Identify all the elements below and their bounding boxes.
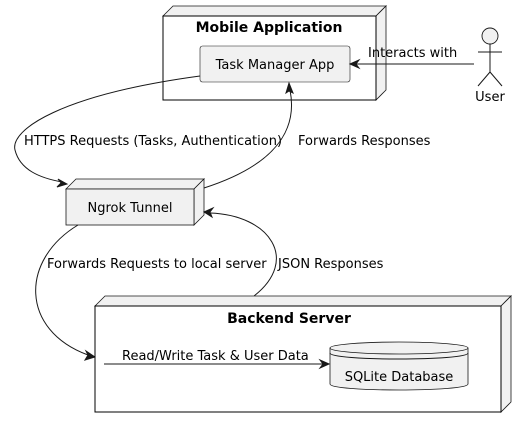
user-actor-label: User: [475, 90, 505, 105]
user-actor-right-leg: [489, 71, 503, 87]
user-actor-left-leg: [477, 71, 491, 87]
task-manager-app-component: Task Manager App: [199, 45, 351, 83]
backend-server-title: Backend Server: [227, 311, 351, 327]
user-actor-head: [481, 27, 499, 45]
edge-tunnel-to-app-line: [203, 89, 292, 189]
edge-tunnel-to-backend: Forwards Requests to local server: [35, 224, 267, 361]
edge-tunnel-to-backend-label: Forwards Requests to local server: [47, 257, 267, 272]
mobile-application-title: Mobile Application: [196, 20, 343, 36]
edge-app-to-tunnel-label: HTTPS Requests (Tasks, Authentication): [24, 134, 282, 149]
mobile-application-node-top: [162, 5, 387, 17]
edge-app-to-tunnel: HTTPS Requests (Tasks, Authentication): [14, 75, 282, 188]
ngrok-tunnel-label: Ngrok Tunnel: [88, 201, 173, 216]
edge-backend-to-db: Read/Write Task & User Data: [104, 349, 331, 370]
edge-backend-to-tunnel-arrowhead: [202, 206, 215, 219]
edge-backend-to-tunnel: JSON Responses: [202, 206, 384, 297]
task-manager-app-label: Task Manager App: [215, 58, 335, 73]
edge-backend-to-db-arrowhead: [318, 358, 331, 370]
edge-tunnel-to-app-arrowhead: [285, 81, 294, 95]
edge-tunnel-to-backend-arrowhead: [83, 349, 97, 361]
sqlite-database-label: SQLite Database: [345, 370, 454, 385]
ngrok-tunnel-node: Ngrok Tunnel: [65, 178, 205, 226]
edge-user-to-app: Interacts with: [348, 46, 474, 70]
edge-tunnel-to-app-label: Forwards Responses: [298, 134, 431, 149]
ngrok-tunnel-node-top: [65, 178, 205, 190]
backend-server-node-side: [500, 295, 512, 413]
edge-tunnel-to-app: Forwards Responses: [203, 81, 431, 189]
edge-backend-to-tunnel-line: [209, 212, 277, 297]
edge-app-to-tunnel-arrowhead: [56, 178, 69, 188]
edge-user-to-app-label: Interacts with: [368, 46, 457, 61]
edge-app-to-tunnel-line: [14, 75, 201, 183]
user-actor: User: [475, 27, 505, 105]
edge-user-to-app-arrowhead: [348, 58, 361, 70]
edge-backend-to-db-label: Read/Write Task & User Data: [122, 349, 309, 364]
sqlite-database-component: SQLite Database: [329, 341, 469, 391]
sqlite-database-cylinder-top: [329, 341, 469, 355]
sqlite-database-cylinder-rim: [329, 352, 469, 360]
ngrok-tunnel-node-face: [65, 188, 195, 226]
edge-backend-to-tunnel-label: JSON Responses: [277, 257, 384, 272]
edge-tunnel-to-backend-line: [35, 224, 89, 356]
backend-server-node-top: [94, 295, 512, 307]
